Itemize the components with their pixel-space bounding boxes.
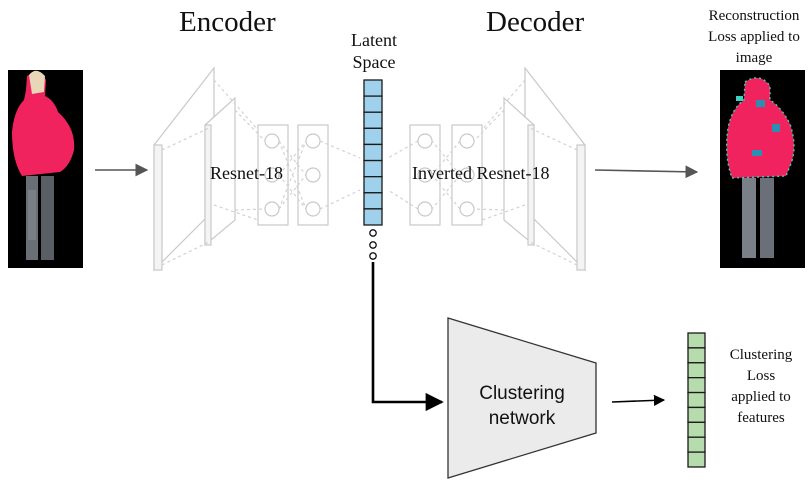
- clustering-loss-line2: Loss: [746, 368, 776, 384]
- latent-space-label: Latent Space: [333, 29, 415, 73]
- latent-to-clustering-arrow: [371, 262, 444, 412]
- feature-cell: [687, 421, 706, 438]
- latent-cell: [363, 159, 383, 178]
- feature-cell: [687, 347, 706, 364]
- latent-label-line2: Space: [352, 52, 396, 72]
- feature-cell: [687, 332, 706, 349]
- clustering-loss-line3: applied to: [731, 389, 791, 405]
- recon-loss-line1: Reconstruction: [708, 8, 800, 24]
- feature-cell: [687, 362, 706, 379]
- latent-cell: [363, 192, 383, 210]
- latent-cell: [363, 111, 383, 129]
- recon-loss-line2: Loss applied to: [708, 29, 800, 45]
- feature-cell: [687, 377, 706, 394]
- clustering-network-line2: network: [488, 408, 556, 429]
- feature-vector: [687, 332, 706, 468]
- encoder-backbone-label: Resnet-18: [210, 163, 283, 183]
- encoder-network: [153, 66, 361, 272]
- clustering-network-label: Clustering network: [462, 381, 582, 431]
- latent-cell: [363, 176, 383, 194]
- encoder-title: Encoder: [179, 6, 276, 38]
- clustering-loss-label: Clustering Loss applied to features: [712, 345, 810, 429]
- clustering-output-arrow: [611, 394, 666, 406]
- latent-cell: [363, 143, 383, 162]
- latent-vector: [363, 79, 383, 226]
- clustering-loss-line4: features: [737, 410, 785, 426]
- latent-cell: [363, 95, 383, 113]
- latent-cell: [363, 127, 383, 146]
- latent-label-line1: Latent: [351, 30, 397, 50]
- feature-cell: [687, 391, 706, 409]
- feature-cell: [687, 451, 706, 468]
- recon-loss-line3: image: [735, 50, 773, 66]
- decoder-backbone-label: Inverted Resnet-18: [412, 163, 550, 183]
- reconstruction-loss-label: Reconstruction Loss applied to image: [700, 6, 808, 69]
- clustering-network-line1: Clustering: [479, 383, 565, 404]
- feature-cell: [687, 436, 706, 453]
- decoder-title: Decoder: [486, 6, 585, 38]
- reconstructed-image: [720, 70, 805, 268]
- clustering-loss-line1: Clustering: [729, 347, 793, 363]
- jacket-shape: [12, 72, 75, 176]
- clustering-network-shape: [447, 317, 597, 479]
- latent-cell: [363, 208, 383, 226]
- latent-continuation-dots: [369, 229, 377, 260]
- latent-cell: [363, 79, 383, 97]
- output-arrow: [594, 165, 699, 179]
- feature-cell: [687, 406, 706, 423]
- decoder-network: [387, 66, 586, 272]
- input-image: [8, 70, 83, 268]
